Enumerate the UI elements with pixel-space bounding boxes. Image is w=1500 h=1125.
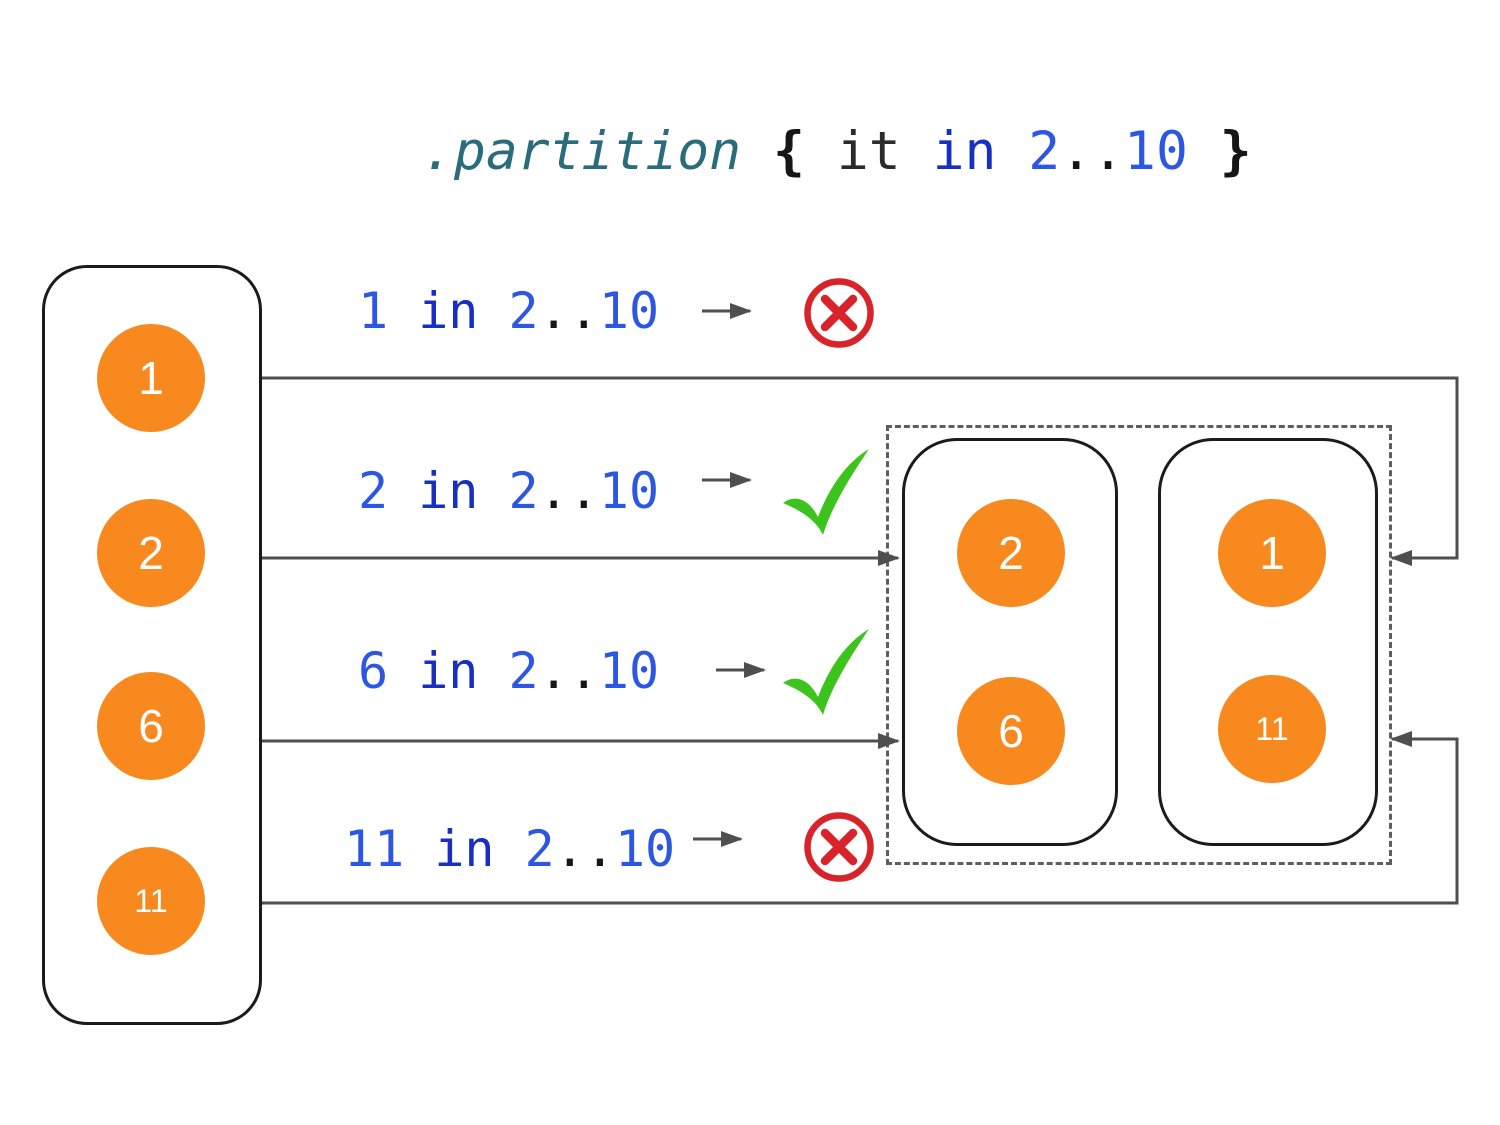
range-end: 10 — [598, 282, 660, 340]
unmatched-item: 1 — [1218, 499, 1326, 607]
cross-circle-icon — [804, 278, 874, 348]
range-end: 10 — [614, 820, 676, 878]
range-start: 2 — [508, 642, 539, 700]
range-expression: 2 .. 10 — [509, 465, 660, 517]
method-name: .partition — [422, 121, 742, 182]
source-item: 11 — [97, 847, 205, 955]
range-end: 10 — [598, 642, 660, 700]
check-row-1: 1 in 2 .. 10 — [358, 285, 659, 337]
lambda-param: it — [836, 121, 901, 182]
check-row-3: 6 in 2 .. 10 — [358, 645, 659, 697]
check-icon — [783, 629, 869, 715]
check-value: 11 — [344, 820, 405, 878]
matched-item: 6 — [957, 677, 1065, 785]
range-dots: .. — [538, 642, 599, 700]
open-brace: { — [773, 121, 805, 182]
source-item: 1 — [97, 324, 205, 432]
range-start: 2 — [1028, 121, 1061, 182]
check-value: 6 — [358, 642, 389, 700]
in-keyword: in — [418, 462, 479, 520]
check-icon — [783, 449, 869, 535]
range-dots: .. — [538, 282, 599, 340]
range-expression: 2 .. 10 — [525, 823, 676, 875]
check-value: 2 — [358, 462, 389, 520]
range-end: 10 — [1124, 121, 1188, 182]
cross-circle-icon — [804, 812, 874, 882]
range-expression: 2 .. 10 — [509, 645, 660, 697]
matched-item: 2 — [957, 499, 1065, 607]
check-value: 1 — [358, 282, 389, 340]
range-expression: 2 .. 10 — [509, 285, 660, 337]
check-row-4: 11 in 2 .. 10 — [344, 823, 675, 875]
code-title: .partition { it in 2 .. 10 } — [422, 124, 1252, 179]
range-start: 2 — [508, 282, 539, 340]
unmatched-item: 11 — [1218, 675, 1326, 783]
source-item: 6 — [97, 672, 205, 780]
in-keyword: in — [932, 121, 997, 182]
in-keyword: in — [418, 642, 479, 700]
range-dots: .. — [1060, 121, 1125, 182]
range-dots: .. — [554, 820, 615, 878]
range-expression: 2 .. 10 — [1028, 124, 1188, 179]
range-start: 2 — [524, 820, 555, 878]
in-keyword: in — [434, 820, 495, 878]
range-end: 10 — [598, 462, 660, 520]
range-start: 2 — [508, 462, 539, 520]
range-dots: .. — [538, 462, 599, 520]
check-row-2: 2 in 2 .. 10 — [358, 465, 659, 517]
close-brace: } — [1219, 121, 1252, 182]
in-keyword: in — [418, 282, 479, 340]
source-item: 2 — [97, 499, 205, 607]
